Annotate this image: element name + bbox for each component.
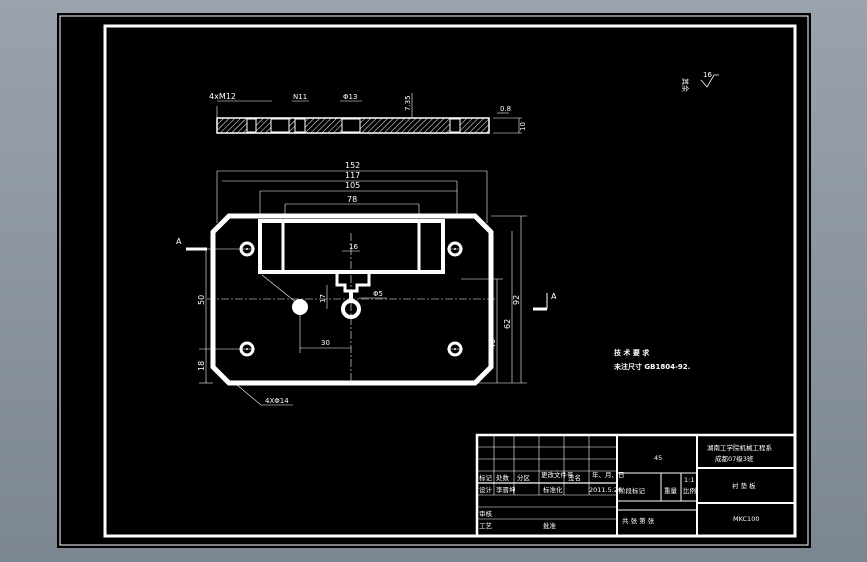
- dim-d25: Φ5: [373, 290, 383, 298]
- roughness-other-label: 其余: [681, 78, 690, 92]
- center-notch: [335, 274, 371, 293]
- tb-scale: 1:1: [684, 476, 694, 484]
- dim-117: 117: [345, 171, 360, 180]
- tb-design-0: 设计: [479, 485, 493, 494]
- tb-check: 审核: [479, 509, 493, 518]
- tb-class: 成都07级3班: [715, 454, 754, 463]
- dim-40: 40: [488, 339, 497, 349]
- tb-process: 工艺: [479, 522, 493, 530]
- roughness-symbol: [700, 74, 719, 88]
- dim-105: 105: [345, 181, 360, 190]
- section-cut-4: [341, 118, 361, 133]
- dim-50: 50: [197, 295, 206, 305]
- locating-pin: [292, 299, 308, 315]
- tb-mark-4: 签名: [568, 473, 581, 482]
- tb-sheets: 共 张 第 张: [622, 516, 655, 525]
- tb-mark-1: 处数: [496, 473, 510, 482]
- title-block-text: 湖南工学院机械工程系 成都07级3班 45 衬 垫 板 MKC100 阶段标记 …: [479, 443, 773, 530]
- tb-drawing-no: MKC100: [733, 515, 759, 523]
- tb-approve: 批准: [543, 521, 557, 530]
- section-cut-2: [270, 118, 290, 133]
- tb-weight-label: 重量: [664, 487, 678, 495]
- dim-slot-n: N11: [293, 93, 307, 101]
- holes-leader: [236, 384, 293, 406]
- plan-view: 152 117 105 78 16 Φ5: [176, 161, 557, 406]
- tb-mark-3: 更改文件号: [541, 470, 574, 479]
- tb-stage-label: 阶段标记: [619, 486, 646, 495]
- tb-mark-2: 分区: [517, 473, 531, 482]
- dim-holes-top: 4xM12: [209, 92, 236, 101]
- tb-design-3: 2011.5.26: [589, 486, 622, 494]
- tb-design-1: 李晋坤: [496, 485, 516, 494]
- dim-slot-16: 16: [349, 243, 358, 251]
- dim-roughness-top: 0.8: [500, 105, 511, 113]
- section-view: 4xM12 N11 Φ13 7.35 0.8 10: [209, 92, 527, 134]
- dim-18: 18: [197, 361, 206, 371]
- tb-school: 湖南工学院机械工程系: [707, 443, 773, 452]
- dim-holes-label: 4XΦ14: [265, 397, 289, 405]
- roughness-note: 其余 16: [681, 71, 719, 92]
- dim-slot-13: Φ13: [343, 93, 357, 101]
- dim-92: 92: [512, 295, 521, 305]
- title-block: [475, 433, 797, 538]
- dim-17: 17: [319, 294, 327, 303]
- tech-req-line1: 未注尺寸 GB1804-92.: [614, 362, 690, 371]
- outer-border: [59, 15, 809, 546]
- tb-mark-0: 标记: [479, 473, 493, 482]
- tb-scale-label: 比例: [683, 486, 696, 495]
- section-cut-1: [246, 118, 257, 133]
- cad-viewport[interactable]: 4xM12 N11 Φ13 7.35 0.8 10 152 117 105 78: [57, 13, 811, 548]
- roughness-value: 16: [703, 71, 712, 79]
- section-mark-right: A: [551, 292, 557, 301]
- dim-62: 62: [503, 319, 512, 329]
- tb-design-2: 标准化: [543, 485, 563, 494]
- section-cut-5: [449, 118, 461, 133]
- dim-152: 152: [345, 161, 360, 170]
- dim-thick-735: 7.35: [404, 95, 412, 111]
- section-mark-left: A: [176, 237, 182, 246]
- tb-mark-5: 年、月、日: [592, 470, 625, 479]
- dim-30: 30: [321, 339, 330, 347]
- tb-material: 45: [654, 454, 662, 462]
- dim-78: 78: [347, 195, 357, 204]
- section-cut-3: [294, 118, 306, 133]
- slot-window: [258, 219, 445, 274]
- inner-border: [103, 24, 797, 538]
- tb-part-name: 衬 垫 板: [732, 481, 756, 490]
- dim-thickness: 10: [519, 122, 527, 131]
- engineering-drawing: 4xM12 N11 Φ13 7.35 0.8 10 152 117 105 78: [59, 15, 809, 546]
- tech-req-title: 技 术 要 求: [614, 348, 650, 357]
